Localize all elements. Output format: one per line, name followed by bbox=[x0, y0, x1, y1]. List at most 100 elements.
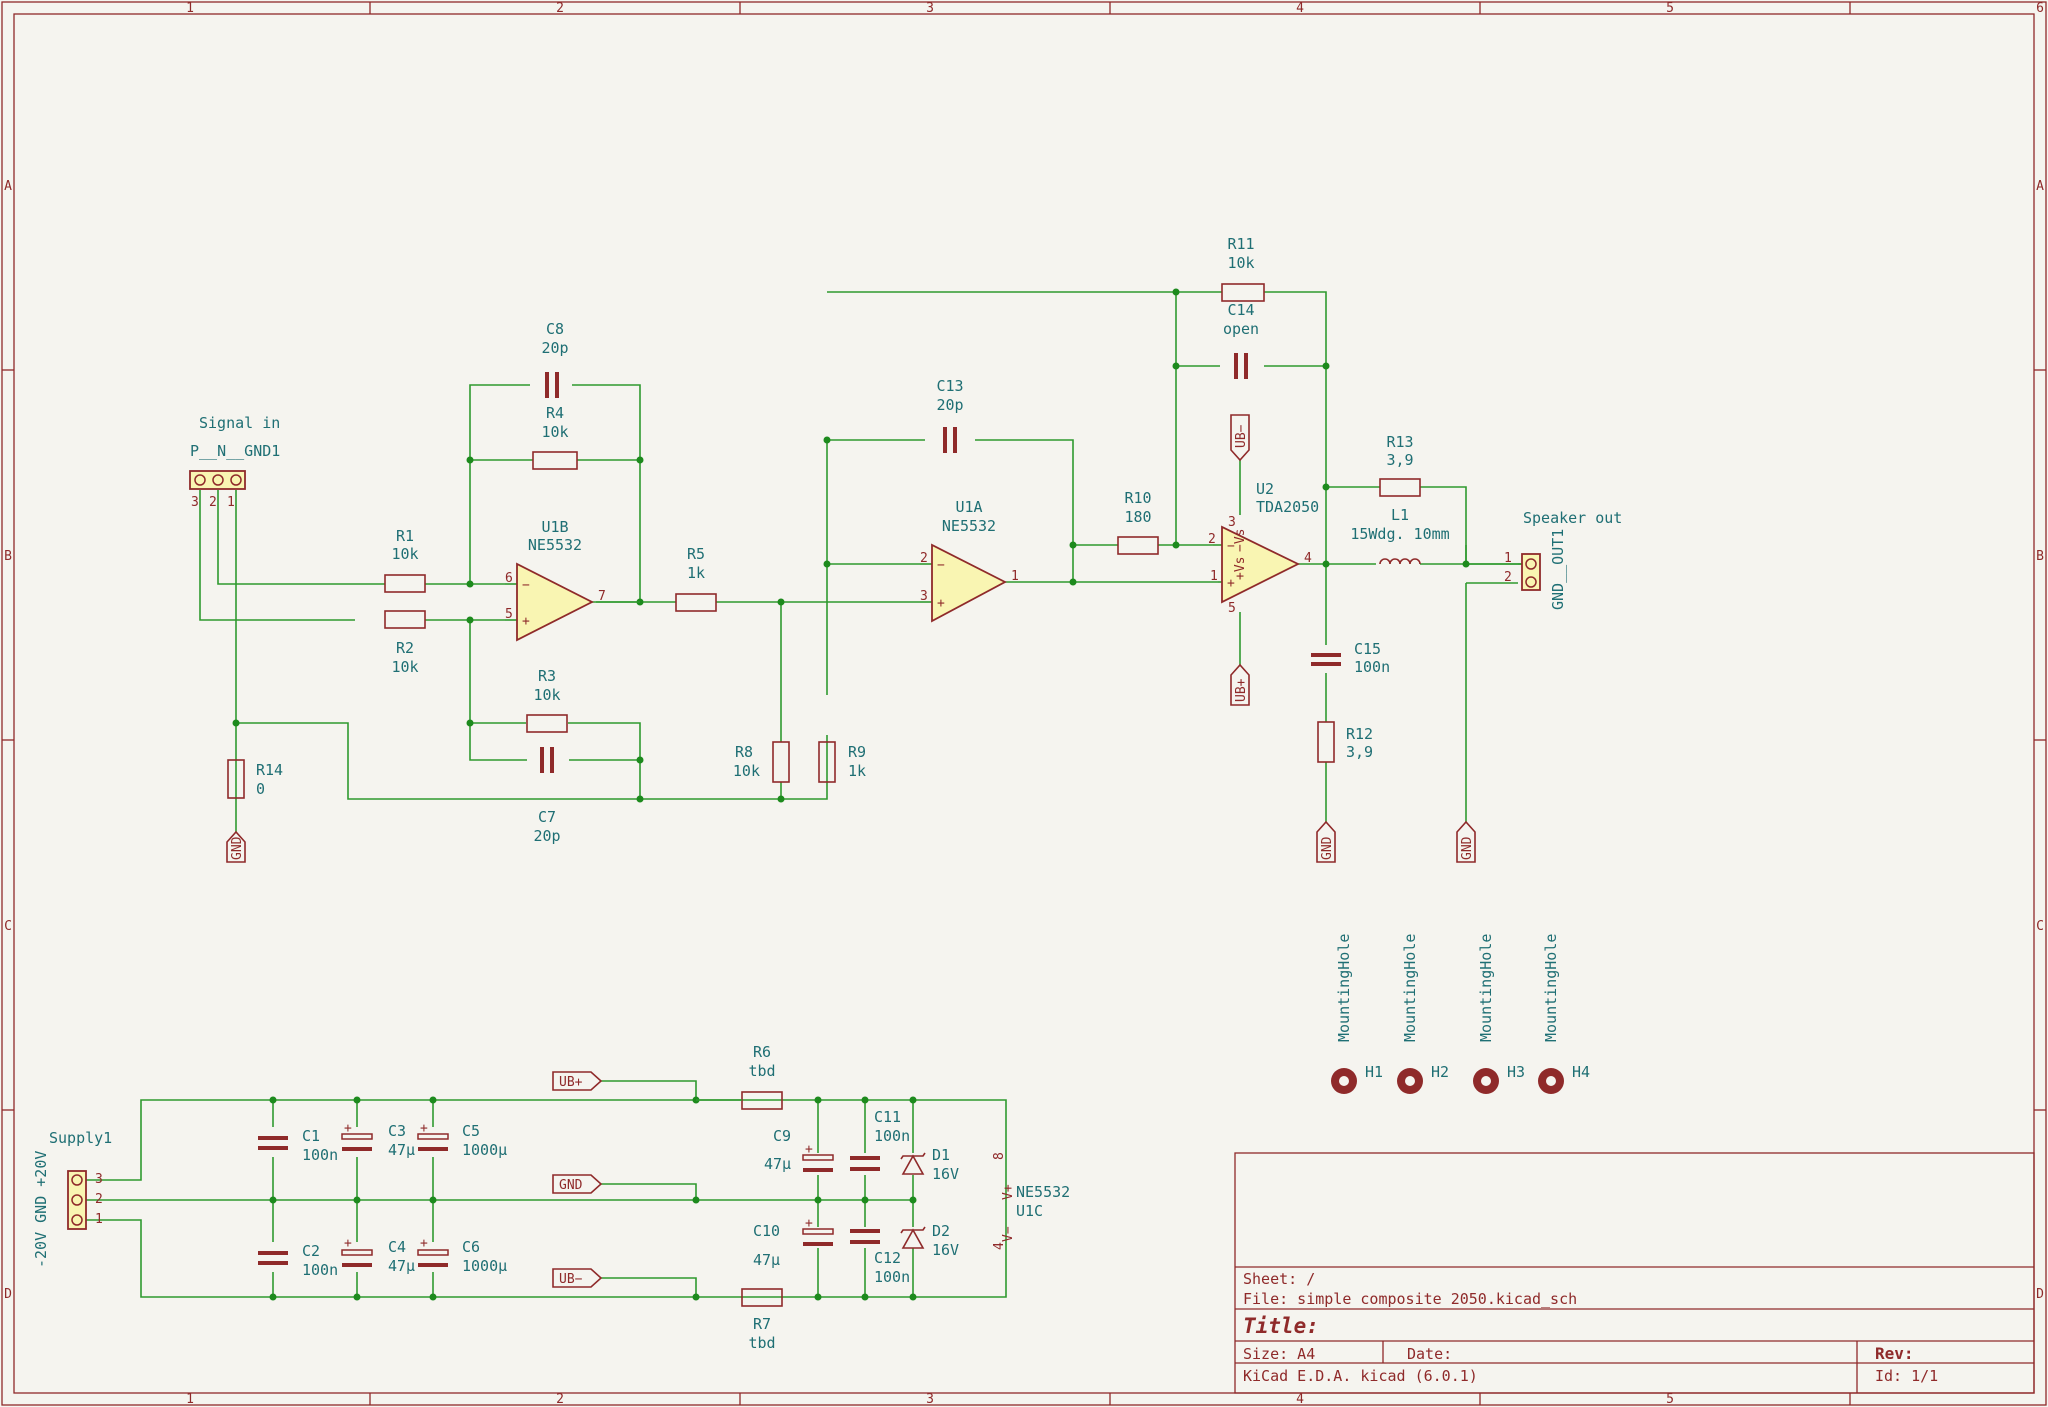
capacitor-c1[interactable]: C1 100n bbox=[258, 1127, 338, 1164]
capacitor-c14[interactable]: C14 open bbox=[1220, 301, 1264, 379]
zener-diode-d1[interactable]: D1 16V bbox=[900, 1146, 959, 1183]
mounting-hole-h2[interactable]: H2 MountingHole bbox=[1397, 934, 1449, 1094]
input-connector[interactable]: 3 2 1 Signal in P__N__GND1 bbox=[189, 414, 280, 510]
resistor-r12[interactable]: R12 3,9 bbox=[1317, 721, 1373, 763]
capacitor-c12[interactable]: C12 100n bbox=[850, 1229, 910, 1286]
gnd-port-r12[interactable]: GND bbox=[1316, 820, 1336, 863]
r10-ref: R10 bbox=[1124, 489, 1151, 507]
r3-value: 10k bbox=[533, 686, 560, 704]
mounting-hole-h4[interactable]: H4 MountingHole bbox=[1538, 934, 1590, 1094]
col-label: 1 bbox=[186, 1392, 194, 1407]
r7-ref: R7 bbox=[753, 1315, 771, 1333]
u2-ref: U2 bbox=[1256, 480, 1274, 498]
resistor-r2[interactable]: R2 10k bbox=[384, 610, 426, 676]
mounting-hole-h1[interactable]: H1 MountingHole bbox=[1331, 934, 1383, 1094]
gnd-port-speaker[interactable]: GND bbox=[1456, 820, 1476, 863]
resistor-r9[interactable]: R9 1k bbox=[818, 741, 866, 783]
c13-value: 20p bbox=[936, 396, 963, 414]
l1-value: 15Wdg. 10mm bbox=[1350, 525, 1449, 543]
r9-ref: R9 bbox=[848, 743, 866, 761]
svg-text:2: 2 bbox=[1208, 532, 1216, 547]
power-port-ub-plus-u2[interactable]: UB+ bbox=[1230, 663, 1250, 706]
u1b-minus: − bbox=[522, 578, 530, 593]
c6-ref: C6 bbox=[462, 1238, 480, 1256]
resistor-r4[interactable]: R4 10k bbox=[532, 404, 578, 470]
r13-value: 3,9 bbox=[1386, 451, 1413, 469]
power-port-ub-plus-supply[interactable]: UB+ bbox=[552, 1071, 603, 1091]
svg-text:1: 1 bbox=[1504, 551, 1512, 566]
c4-ref: C4 bbox=[388, 1238, 406, 1256]
resistor-r3[interactable]: R3 10k bbox=[526, 667, 568, 733]
l1-ref: L1 bbox=[1391, 506, 1409, 524]
opamp-u1c-power[interactable]: 8 4 V+ V− NE5532 U1C bbox=[992, 1152, 1070, 1250]
resistor-r14[interactable]: R14 0 bbox=[227, 759, 283, 799]
c9-ref: C9 bbox=[773, 1127, 791, 1145]
resistor-r13[interactable]: R13 3,9 bbox=[1379, 433, 1421, 497]
svg-text:4: 4 bbox=[1304, 551, 1312, 566]
resistor-r1[interactable]: R1 10k bbox=[384, 527, 426, 593]
capacitor-c13[interactable]: C13 20p bbox=[925, 377, 975, 453]
amplifier-u2[interactable]: − + +Vs −Vs 2 1 4 3 5 U2 TDA2050 bbox=[1208, 480, 1319, 616]
resistor-r10[interactable]: R10 180 bbox=[1117, 489, 1159, 555]
power-port-ub-minus-u2[interactable]: UB− bbox=[1230, 414, 1250, 462]
u2-plus: + bbox=[1227, 576, 1235, 591]
svg-text:3: 3 bbox=[191, 495, 199, 510]
c1-ref: C1 bbox=[302, 1127, 320, 1145]
capacitor-c5[interactable]: + C5 1000µ bbox=[417, 1121, 507, 1159]
speaker-out-label: Speaker out bbox=[1523, 509, 1622, 527]
zener-diode-d2[interactable]: D2 16V bbox=[900, 1222, 959, 1259]
title-block: Sheet: / File: simple composite 2050.kic… bbox=[1234, 1152, 2035, 1394]
u2-minus: − bbox=[1227, 539, 1235, 554]
svg-text:5: 5 bbox=[505, 607, 513, 622]
resistor-r7[interactable]: R7 tbd bbox=[741, 1288, 783, 1352]
r11-ref: R11 bbox=[1227, 235, 1254, 253]
c12-value: 100n bbox=[874, 1268, 910, 1286]
row-label: D bbox=[2036, 1287, 2044, 1302]
gnd-port-supply[interactable]: GND bbox=[552, 1174, 603, 1194]
u1b-plus: + bbox=[522, 614, 530, 629]
capacitor-c10[interactable]: + C10 47µ bbox=[753, 1216, 834, 1269]
u1c-value: NE5532 bbox=[1016, 1183, 1070, 1201]
tb-rev: Rev: bbox=[1875, 1344, 1914, 1363]
capacitor-c7[interactable]: C7 20p bbox=[527, 747, 569, 845]
r6-ref: R6 bbox=[753, 1043, 771, 1061]
h1-ref: H1 bbox=[1365, 1063, 1383, 1081]
u1a-value: NE5532 bbox=[942, 517, 996, 535]
opamp-u1b[interactable]: − + 6 5 7 U1B NE5532 bbox=[505, 518, 640, 642]
capacitor-c4[interactable]: + C4 47µ bbox=[341, 1236, 415, 1275]
svg-text:1: 1 bbox=[1210, 569, 1218, 584]
r8-value: 10k bbox=[733, 762, 760, 780]
tb-size: Size: A4 bbox=[1243, 1345, 1315, 1363]
svg-text:3: 3 bbox=[920, 589, 928, 604]
capacitor-c6[interactable]: + C6 1000µ bbox=[417, 1236, 507, 1275]
capacitor-c3[interactable]: + C3 47µ bbox=[341, 1121, 415, 1159]
resistor-r6[interactable]: R6 tbd bbox=[696, 1043, 783, 1110]
r4-ref: R4 bbox=[546, 404, 564, 422]
mounting-hole-h3[interactable]: H3 MountingHole bbox=[1473, 934, 1525, 1094]
c11-ref: C11 bbox=[874, 1108, 901, 1126]
inductor-l1[interactable]: L1 15Wdg. 10mm bbox=[1350, 506, 1450, 565]
resistor-r5[interactable]: R5 1k bbox=[675, 545, 717, 612]
capacitor-c11[interactable]: C11 100n bbox=[850, 1108, 910, 1171]
capacitor-c9[interactable]: + C9 47µ bbox=[764, 1127, 834, 1173]
resistor-r11[interactable]: R11 10k bbox=[1221, 235, 1265, 302]
opamp-u1a[interactable]: − + 2 3 1 U1A NE5532 bbox=[920, 498, 1019, 623]
u1c-ref: U1C bbox=[1016, 1202, 1043, 1220]
signal-in-conn-label: P__N__GND1 bbox=[190, 442, 280, 460]
power-port-ub-minus-supply[interactable]: UB− bbox=[552, 1268, 603, 1288]
supply-connector[interactable]: 3 2 1 Supply1 -20V GND +20V bbox=[32, 1129, 112, 1268]
resistor-r8[interactable]: R8 10k bbox=[733, 741, 790, 783]
capacitor-c8[interactable]: C8 20p bbox=[532, 320, 570, 398]
h1-value: MountingHole bbox=[1335, 934, 1353, 1042]
svg-text:+: + bbox=[420, 1121, 428, 1136]
col-label: 5 bbox=[1666, 1, 1674, 16]
gnd-port-input[interactable]: GND bbox=[226, 830, 246, 863]
c15-ref: C15 bbox=[1354, 640, 1381, 658]
capacitor-c15[interactable]: C15 100n bbox=[1311, 640, 1390, 676]
u1c-vminus: V− bbox=[1001, 1226, 1016, 1242]
row-label: B bbox=[2036, 549, 2044, 564]
capacitor-c2[interactable]: C2 100n bbox=[258, 1242, 338, 1279]
junctions bbox=[232, 288, 1470, 1301]
speaker-connector[interactable]: 1 2 Speaker out GND__OUT1 bbox=[1504, 509, 1622, 610]
